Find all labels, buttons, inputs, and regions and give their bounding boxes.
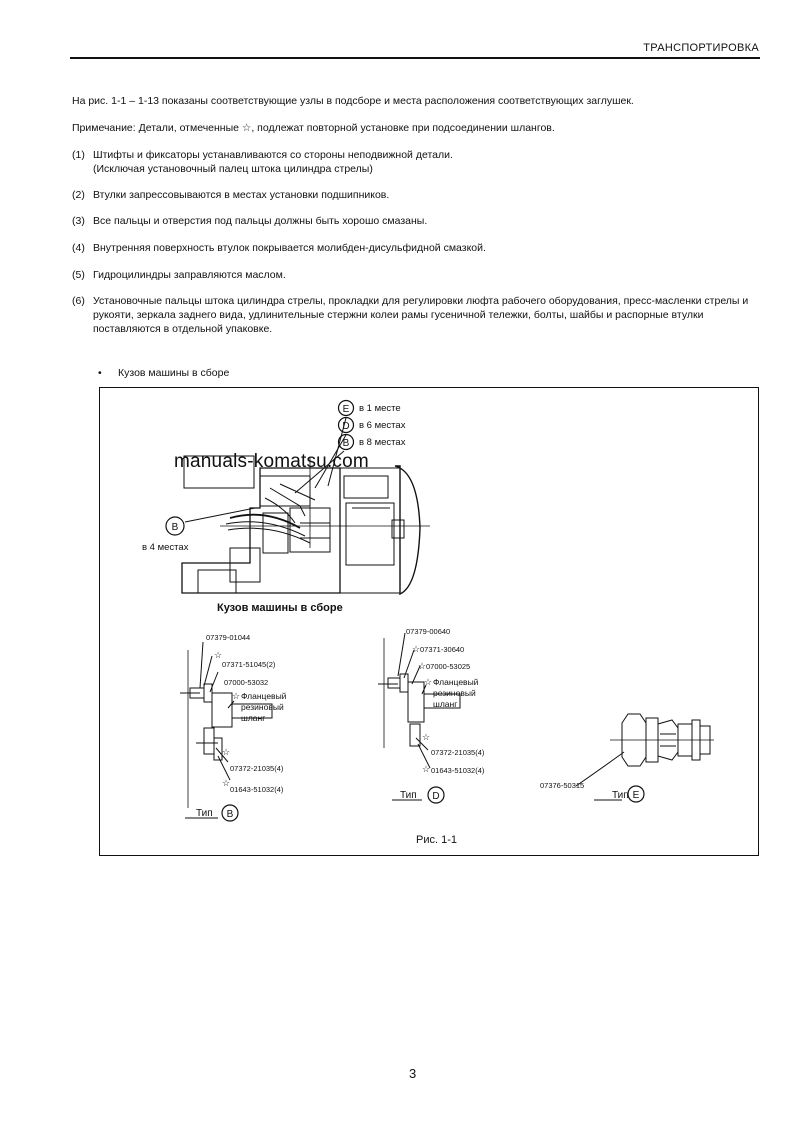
list-item-number: (6) (72, 295, 85, 307)
legend-circle-e (337, 399, 355, 417)
part-label: шланг (433, 699, 457, 709)
part-label: шланг (241, 713, 265, 723)
part-label: 07376-50315 (540, 781, 584, 790)
list-item-6: (6) Установочные пальцы штока цилиндра с… (72, 294, 759, 336)
list-item-1: (1) Штифты и фиксаторы устанавливаются с… (72, 148, 759, 176)
left-callout-letter: B (172, 522, 179, 533)
legend-letter-e: E (343, 404, 350, 415)
bullet-mark: • (98, 367, 102, 379)
figure-frame: E D B B в 1 месте в 6 местах в 8 местах … (99, 387, 759, 856)
star-icon: ☆ (422, 732, 430, 742)
section-bullet: • Кузов машины в сборе (98, 367, 229, 379)
star-icon: ☆ (422, 764, 430, 774)
legend-circle-b (337, 433, 355, 451)
part-label: 07000-53032 (224, 678, 268, 687)
detail-d-type-label: Тип (400, 790, 417, 801)
part-label: Фланцевый (241, 691, 287, 701)
list-item-text: Гидроцилиндры заправляются маслом. (93, 269, 286, 281)
part-label: резиновый (433, 688, 476, 698)
list-item-text: Все пальцы и отверстия под пальцы должны… (93, 215, 428, 227)
part-label: 07371-51045(2) (222, 660, 276, 669)
list-item-number: (5) (72, 269, 85, 281)
part-label: 07372-21035(4) (431, 748, 485, 757)
left-callout-text: в 4 местах (142, 542, 189, 553)
list-item-text: Втулки запрессовываются в местах установ… (93, 189, 390, 201)
part-label: 07371-30640 (420, 645, 464, 654)
header-rule (70, 57, 760, 59)
list-item-3: (3) Все пальцы и отверстия под пальцы до… (72, 214, 759, 228)
legend-text-b: в 8 местах (359, 437, 406, 448)
figure-caption: Рис. 1-1 (416, 834, 457, 846)
main-drawing-caption: Кузов машины в сборе (217, 602, 343, 614)
list-item-number: (1) (72, 149, 85, 161)
star-icon: ☆ (418, 661, 426, 671)
detail-d-type-circle (427, 786, 445, 804)
list-item-subtext: (Исключая установочный палец штока цилин… (93, 163, 373, 175)
detail-b-type-letter: B (227, 809, 234, 820)
list-item-text: Установочные пальцы штока цилиндра стрел… (93, 295, 749, 335)
part-label: 07000-53025 (426, 662, 470, 671)
legend-circle-d (337, 416, 355, 434)
detail-b-type-circle (221, 804, 239, 822)
detail-b-drawing (180, 641, 273, 822)
detail-d-type-letter: D (432, 791, 439, 802)
detail-e-drawing (575, 713, 714, 803)
bullet-text: Кузов машины в сборе (118, 367, 230, 379)
part-label: 07379-00640 (406, 627, 450, 636)
part-label: 01643-51032(4) (230, 785, 284, 794)
detail-e-type-letter: E (633, 790, 640, 801)
figure-drawing: E D B B в 1 месте в 6 местах в 8 местах … (142, 399, 714, 846)
machine-body-drawing (181, 417, 430, 596)
detail-e-type-label: Тип (612, 790, 629, 801)
list-item-4: (4) Внутренняя поверхность втулок покрыв… (72, 241, 759, 255)
page-number: 3 (409, 1066, 417, 1081)
detail-d-drawing (378, 632, 461, 804)
legend-text-e: в 1 месте (359, 403, 401, 414)
note-paragraph: Примечание: Детали, отмеченные ☆, подлеж… (72, 122, 555, 134)
star-icon: ☆ (222, 778, 230, 788)
star-icon: ☆ (222, 747, 230, 757)
part-label: 01643-51032(4) (431, 766, 485, 775)
legend-circles (165, 399, 355, 536)
list-item-5: (5) Гидроцилиндры заправляются маслом. (72, 268, 759, 282)
watermark: manuals-komatsu.com (174, 451, 369, 472)
detail-b-type-label: Тип (196, 808, 213, 819)
part-label: 07372-21035(4) (230, 764, 284, 773)
intro-paragraph: На рис. 1-1 – 1-13 показаны соответствую… (72, 95, 634, 107)
part-label: Фланцевый (433, 677, 479, 687)
running-header: ТРАНСПОРТИРОВКА (643, 42, 759, 54)
list-item-number: (4) (72, 242, 85, 254)
legend-letter-d: D (342, 421, 349, 432)
list-item-number: (2) (72, 189, 85, 201)
legend-letter-b: B (343, 438, 350, 449)
star-icon: ☆ (214, 650, 222, 660)
legend-text-d: в 6 местах (359, 420, 406, 431)
list-item-number: (3) (72, 215, 85, 227)
part-label: резиновый (241, 702, 284, 712)
list-item-text: Внутренняя поверхность втулок покрываетс… (93, 242, 486, 254)
left-callout-circle (165, 516, 185, 536)
detail-e-type-circle (627, 785, 645, 803)
star-icon: ☆ (412, 644, 420, 654)
list-item-text: Штифты и фиксаторы устанавливаются со ст… (93, 149, 453, 161)
list-item-2: (2) Втулки запрессовываются в местах уст… (72, 188, 759, 202)
star-icon: ☆ (424, 677, 432, 687)
part-label: 07379-01044 (206, 633, 250, 642)
star-icon: ☆ (232, 691, 240, 701)
